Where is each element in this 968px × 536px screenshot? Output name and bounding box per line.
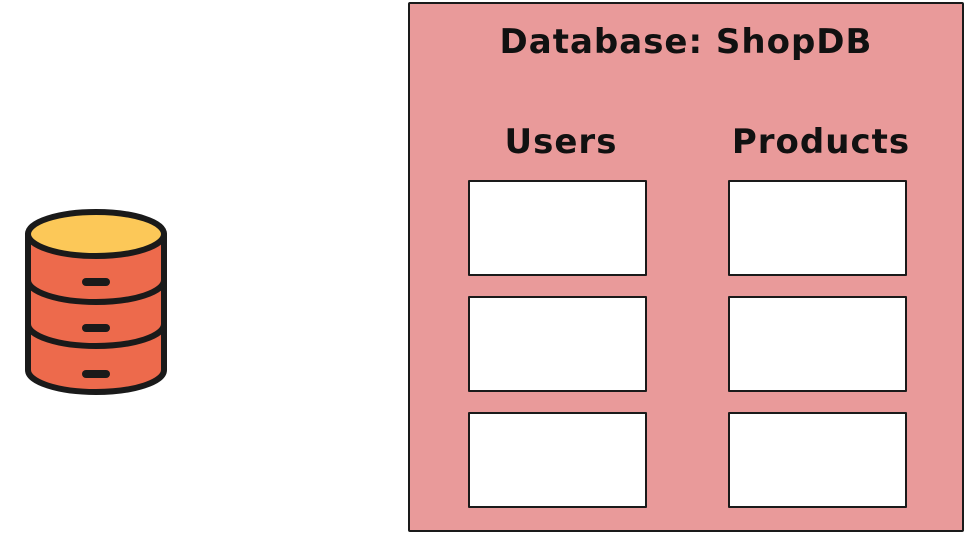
table-title-products: Products bbox=[731, 122, 911, 162]
drive-slot bbox=[82, 278, 110, 286]
panel-title: Database: ShopDB bbox=[499, 22, 873, 62]
table-row-users-2 bbox=[468, 296, 647, 392]
table-title-users: Users bbox=[504, 122, 618, 162]
table-row-products-2 bbox=[728, 296, 907, 392]
drive-slot bbox=[82, 324, 110, 332]
cylinder-top bbox=[25, 209, 167, 259]
database-cylinder-icon bbox=[25, 209, 167, 395]
database-panel: Database: ShopDB Users Products bbox=[408, 2, 964, 532]
table-row-users-1 bbox=[468, 180, 647, 276]
table-row-products-1 bbox=[728, 180, 907, 276]
table-row-users-3 bbox=[468, 412, 647, 508]
drive-slot bbox=[82, 370, 110, 378]
table-row-products-3 bbox=[728, 412, 907, 508]
